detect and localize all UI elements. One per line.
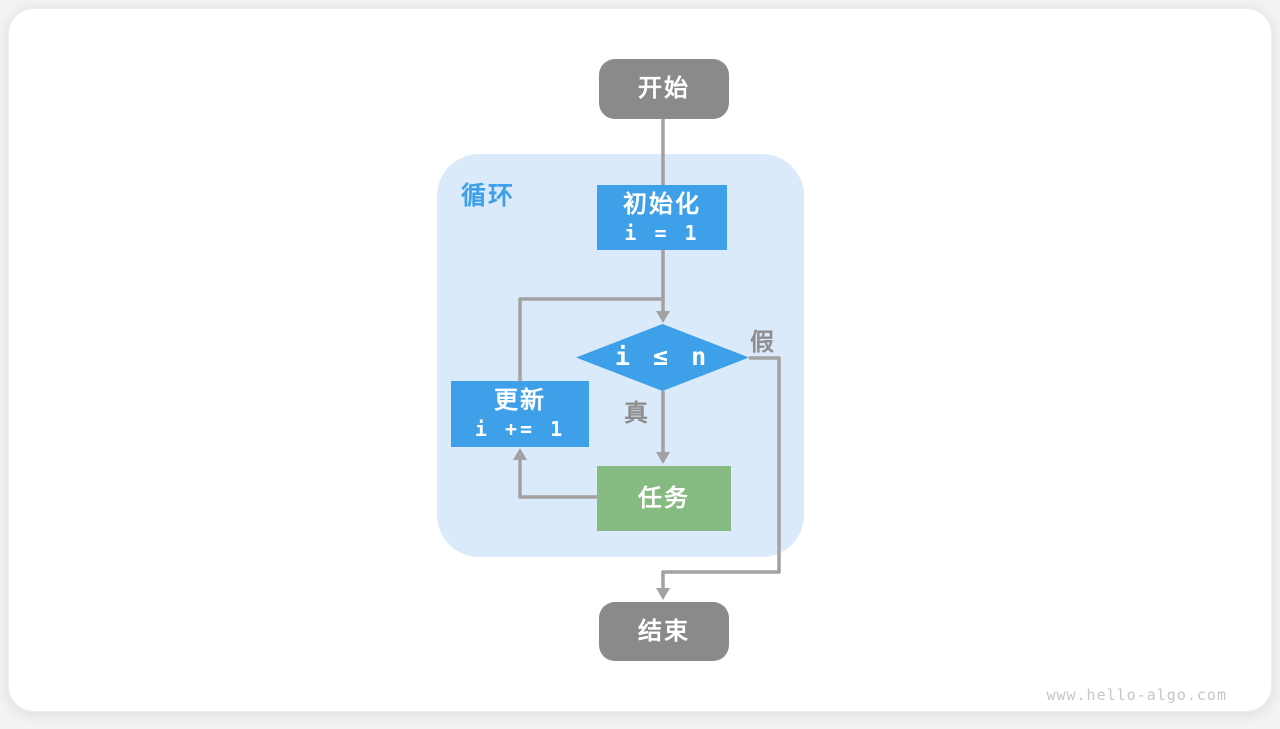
task-node-label: 任务 [638,484,690,512]
start-node: 开始 [599,59,729,119]
init-node: 初始化 i = 1 [597,185,727,250]
arrowhead-end-top [656,588,670,600]
init-node-code: i = 1 [624,220,700,245]
diagram-card: 循环 开始 初始化 i = 1 i [8,8,1272,712]
loop-scope-label: 循环 [461,182,516,210]
start-node-label: 开始 [638,75,690,102]
true-branch-label: 真 [624,400,648,427]
condition-node-label: i ≤ n [614,342,711,372]
condition-node: i ≤ n [576,324,749,391]
update-node-label: 更新 [494,387,546,414]
update-node-code: i += 1 [474,417,566,441]
init-node-label: 初始化 [623,190,701,218]
task-node: 任务 [597,466,731,531]
false-branch-label: 假 [750,329,774,356]
end-node-label: 结束 [638,617,690,645]
update-node: 更新 i += 1 [451,381,589,447]
watermark-text: www.hello-algo.com [1046,686,1227,704]
end-node: 结束 [599,602,729,661]
